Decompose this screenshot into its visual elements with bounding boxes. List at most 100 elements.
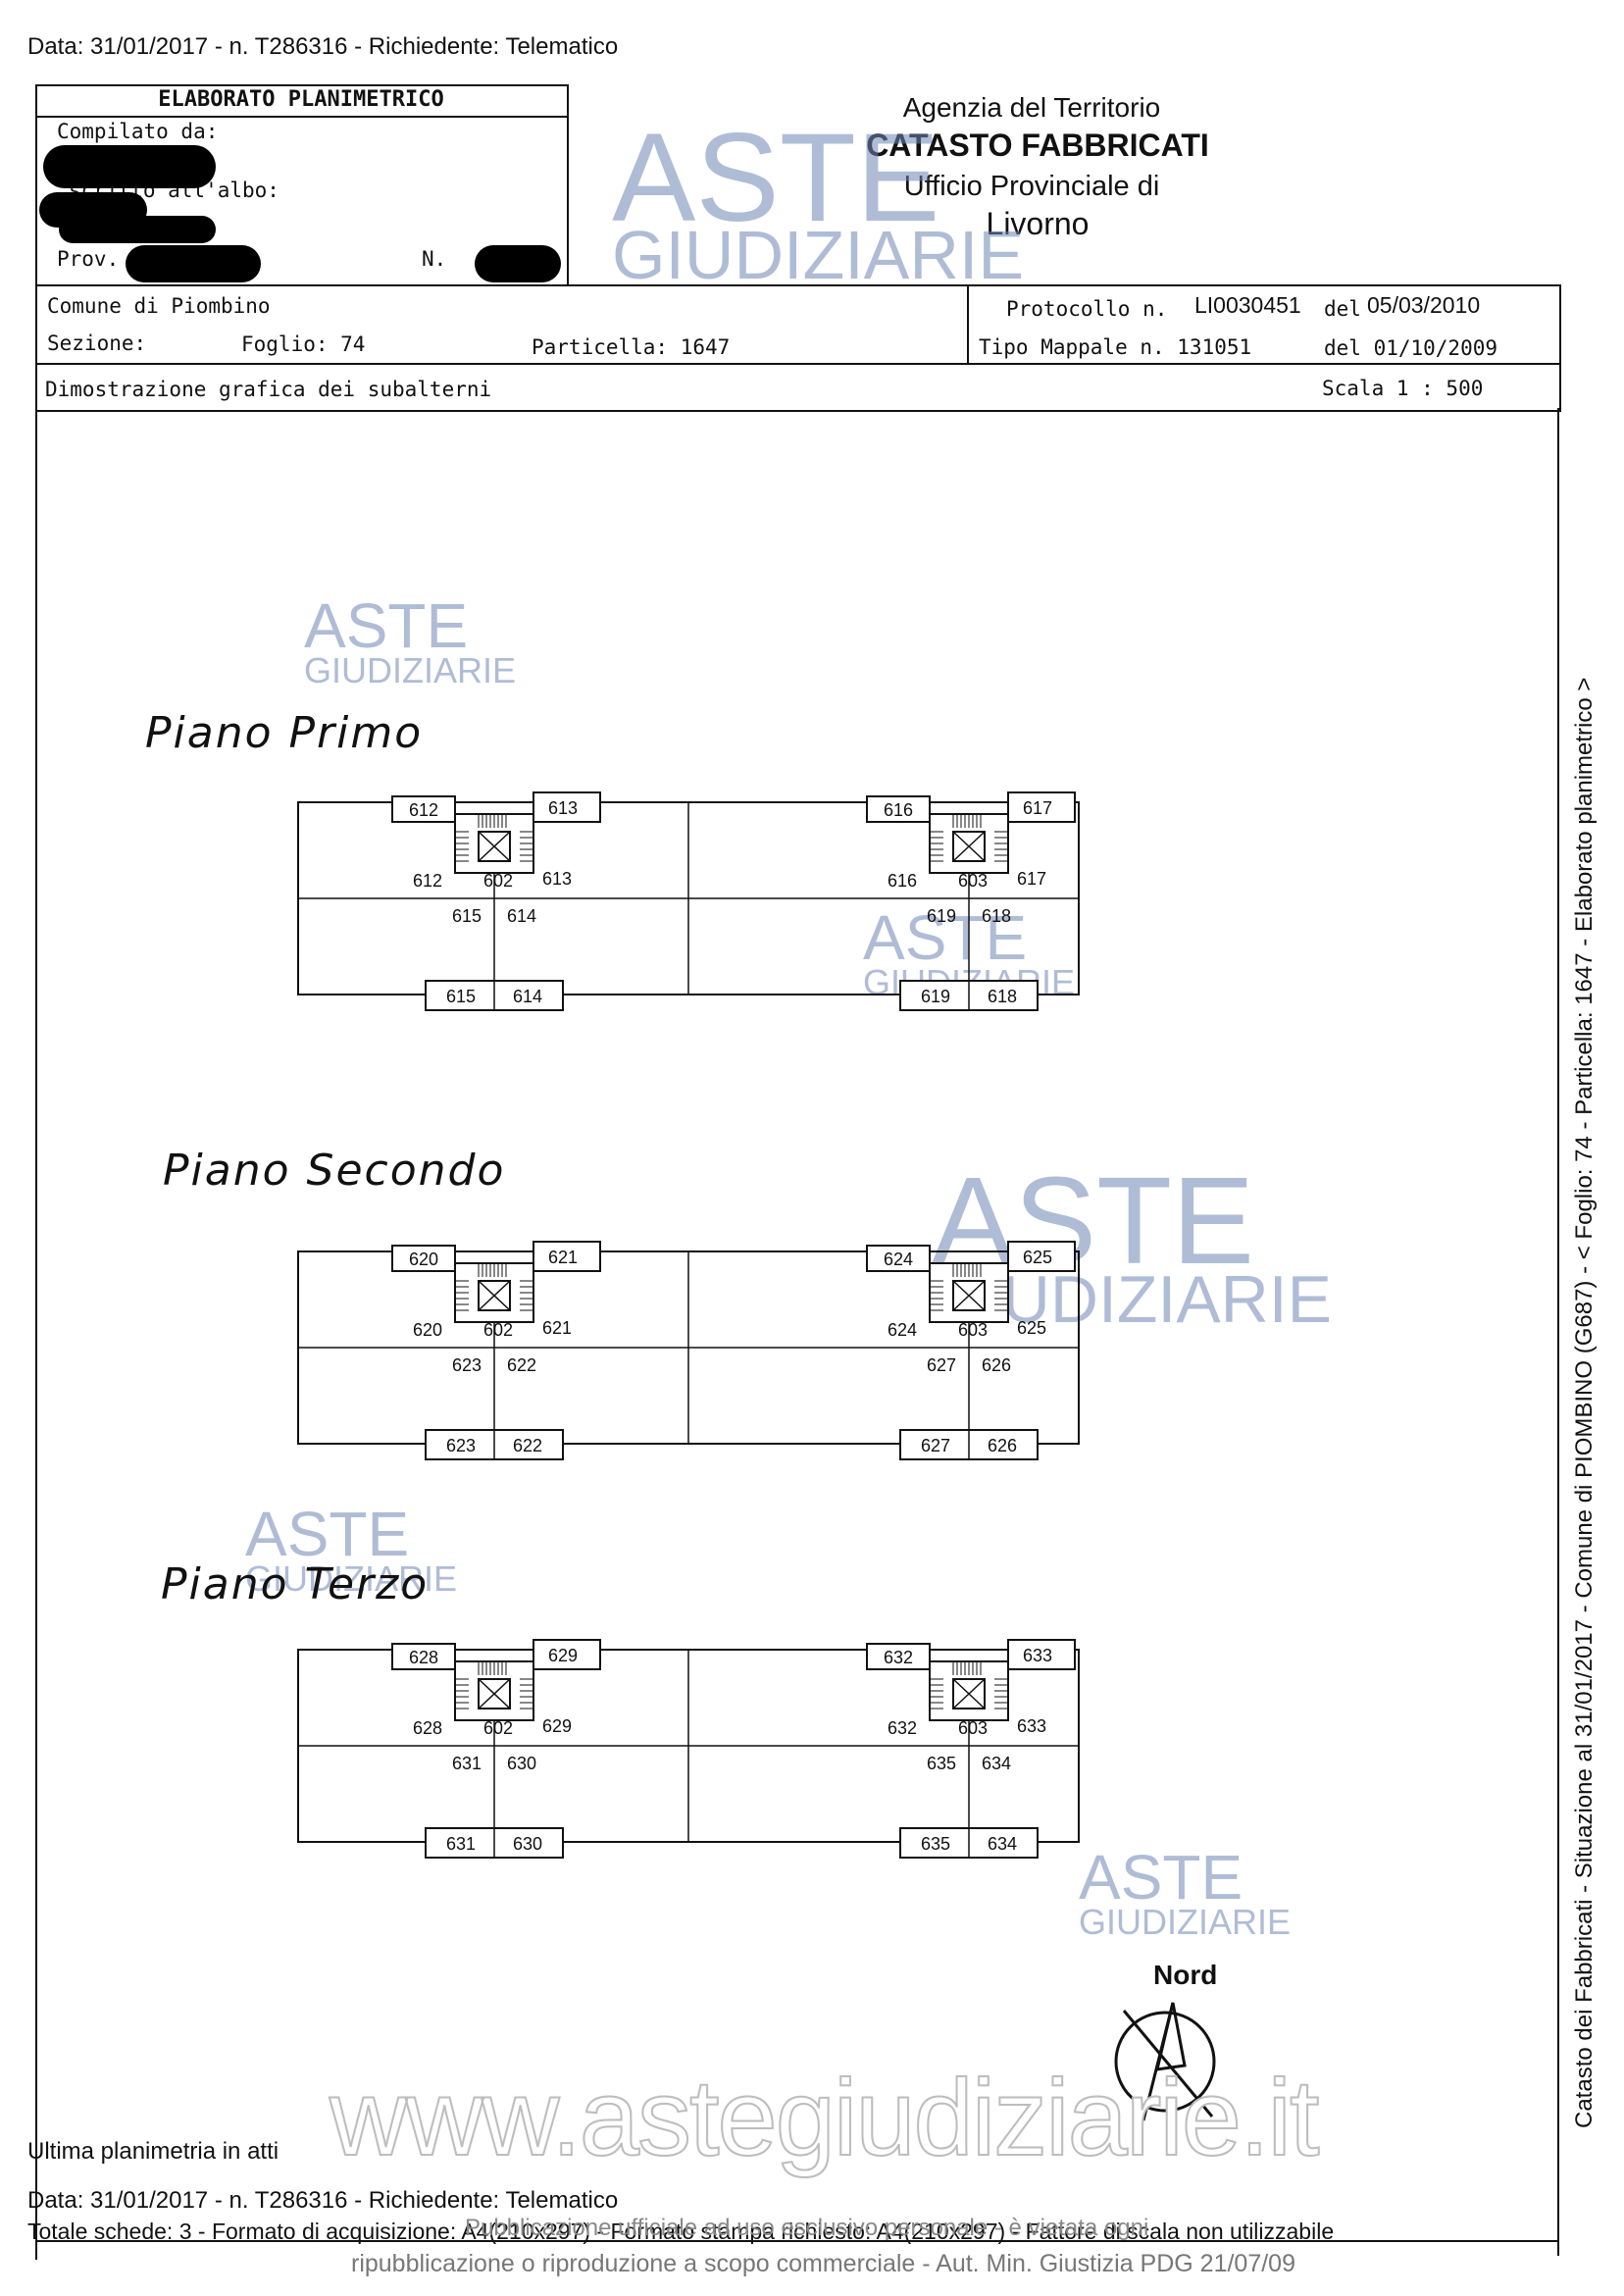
balcony-box <box>866 1643 931 1670</box>
unit-label: 621 <box>542 1318 572 1338</box>
footer-pubblicazione: Pubblicazione ufficiale ad uso esclusivo… <box>465 2215 1149 2241</box>
frame-left <box>35 408 37 2260</box>
info-band-divider <box>35 363 1559 365</box>
unit-label: 612 <box>409 800 438 820</box>
frame-right <box>1557 408 1559 2256</box>
elevator-cross <box>952 1280 986 1311</box>
unit-label: 635 <box>927 1754 956 1773</box>
footer-ripubblicazione: ripubblicazione o riproduzione a scopo c… <box>351 2250 1295 2277</box>
unit-label: 627 <box>921 1436 950 1455</box>
elevator-box <box>478 831 511 862</box>
sezione: Sezione: <box>47 332 147 355</box>
protocollo-del: del <box>1324 297 1361 321</box>
unit-label: 622 <box>507 1355 536 1375</box>
balcony-box <box>533 791 601 823</box>
agency-livorno: Livorno <box>986 206 1090 241</box>
unit-label: 613 <box>548 798 578 818</box>
unit-label: 620 <box>413 1320 442 1340</box>
header-request-line: Data: 31/01/2017 - n. T286316 - Richiede… <box>27 33 619 60</box>
particella: Particella: 1647 <box>532 335 731 359</box>
unit-label: 622 <box>513 1436 542 1455</box>
unit-label: 632 <box>884 1648 913 1667</box>
unit-label: 614 <box>507 906 536 926</box>
unit-label: 635 <box>921 1834 950 1854</box>
elevator-cross <box>952 831 986 862</box>
protocollo-date: 05/03/2010 <box>1367 292 1481 318</box>
floor-title-primo: Piano Primo <box>145 708 424 758</box>
foglio: Foglio: 74 <box>241 332 366 356</box>
footer-ultima: Ultima planimetria in atti <box>27 2138 279 2165</box>
elevator-cross <box>478 831 511 862</box>
unit-label: 629 <box>542 1716 572 1736</box>
floor-title-secondo: Piano Secondo <box>163 1146 506 1196</box>
comune: Comune di Piombino <box>47 294 271 318</box>
redaction-number <box>475 245 561 282</box>
unit-label: 632 <box>888 1718 917 1738</box>
footer-totale: Totale schede: 3 - Formato di acquisizio… <box>27 2219 1335 2244</box>
balcony-box <box>391 795 456 823</box>
unit-label: 617 <box>1017 869 1046 889</box>
site-watermark: www.astegiudiziarie.it <box>329 2057 1321 2179</box>
core-label: 603 <box>958 871 988 891</box>
elevator-box <box>478 1280 511 1311</box>
frame-bottom <box>35 2240 1559 2242</box>
balcony-box <box>533 1639 601 1670</box>
core-label: 603 <box>958 1718 988 1738</box>
unit-label: 624 <box>888 1320 917 1340</box>
unit-label: 618 <box>982 906 1011 926</box>
unit-label: 615 <box>446 987 476 1006</box>
unit-label: 627 <box>927 1355 956 1375</box>
unit-label: 625 <box>1017 1318 1046 1338</box>
unit-label: 629 <box>548 1646 578 1665</box>
balcony-box <box>866 1245 931 1272</box>
unit-label: 634 <box>982 1754 1011 1773</box>
balcony-box <box>1007 791 1076 823</box>
core-label: 602 <box>483 871 513 891</box>
redaction-prov <box>126 245 261 282</box>
unit-label: 619 <box>921 987 950 1006</box>
footer-data: Data: 31/01/2017 - n. T286316 - Richiede… <box>27 2187 619 2214</box>
unit-label: 623 <box>446 1436 476 1455</box>
elevator-box <box>952 1678 986 1709</box>
elevator-cross <box>952 1678 986 1709</box>
unit-label: 628 <box>409 1648 438 1667</box>
balcony-box <box>533 1241 601 1272</box>
unit-label: 616 <box>884 800 913 820</box>
prov-label: Prov. <box>57 247 120 271</box>
protocollo-number: LI0030451 <box>1194 292 1301 318</box>
sidebar-catasto-text: Catasto dei Fabbricati - Situazione al 3… <box>1571 677 1598 2128</box>
unit-label: 621 <box>548 1248 578 1267</box>
unit-label: 626 <box>982 1355 1011 1375</box>
unit-label: 633 <box>1023 1646 1052 1665</box>
unit-label: 633 <box>1017 1716 1046 1736</box>
unit-label: 631 <box>446 1834 476 1854</box>
agency-ufficio: Ufficio Provinciale di <box>903 171 1160 202</box>
protocollo-label: Protocollo n. <box>1006 297 1168 321</box>
info-band <box>35 284 1561 412</box>
balcony-box <box>866 795 931 823</box>
tipo-mappale: Tipo Mappale n. 131051 <box>979 335 1252 359</box>
dimostrazione-label: Dimostrazione grafica dei subalterni <box>45 378 492 401</box>
agency-catasto: CATASTO FABBRICATI <box>866 128 1209 163</box>
unit-label: 634 <box>988 1834 1017 1854</box>
floor-title-terzo: Piano Terzo <box>161 1559 430 1609</box>
unit-label: 628 <box>413 1718 442 1738</box>
core-label: 602 <box>483 1320 513 1340</box>
agency-name: Agenzia del Territorio <box>902 92 1161 123</box>
elevator-cross <box>478 1678 511 1709</box>
unit-label: 614 <box>513 987 542 1006</box>
unit-label: 615 <box>452 906 482 926</box>
unit-label: 613 <box>542 869 572 889</box>
elevator-cross <box>478 1280 511 1311</box>
unit-label: 626 <box>988 1436 1017 1455</box>
unit-label: 623 <box>452 1355 482 1375</box>
redaction-name <box>43 145 216 188</box>
compiler-title-divider <box>35 116 567 118</box>
unit-label: 618 <box>988 987 1017 1006</box>
unit-label: 612 <box>413 871 442 891</box>
unit-label: 619 <box>927 906 956 926</box>
core-label: 602 <box>483 1718 513 1738</box>
core-label: 603 <box>958 1320 988 1340</box>
unit-label: 616 <box>888 871 917 891</box>
